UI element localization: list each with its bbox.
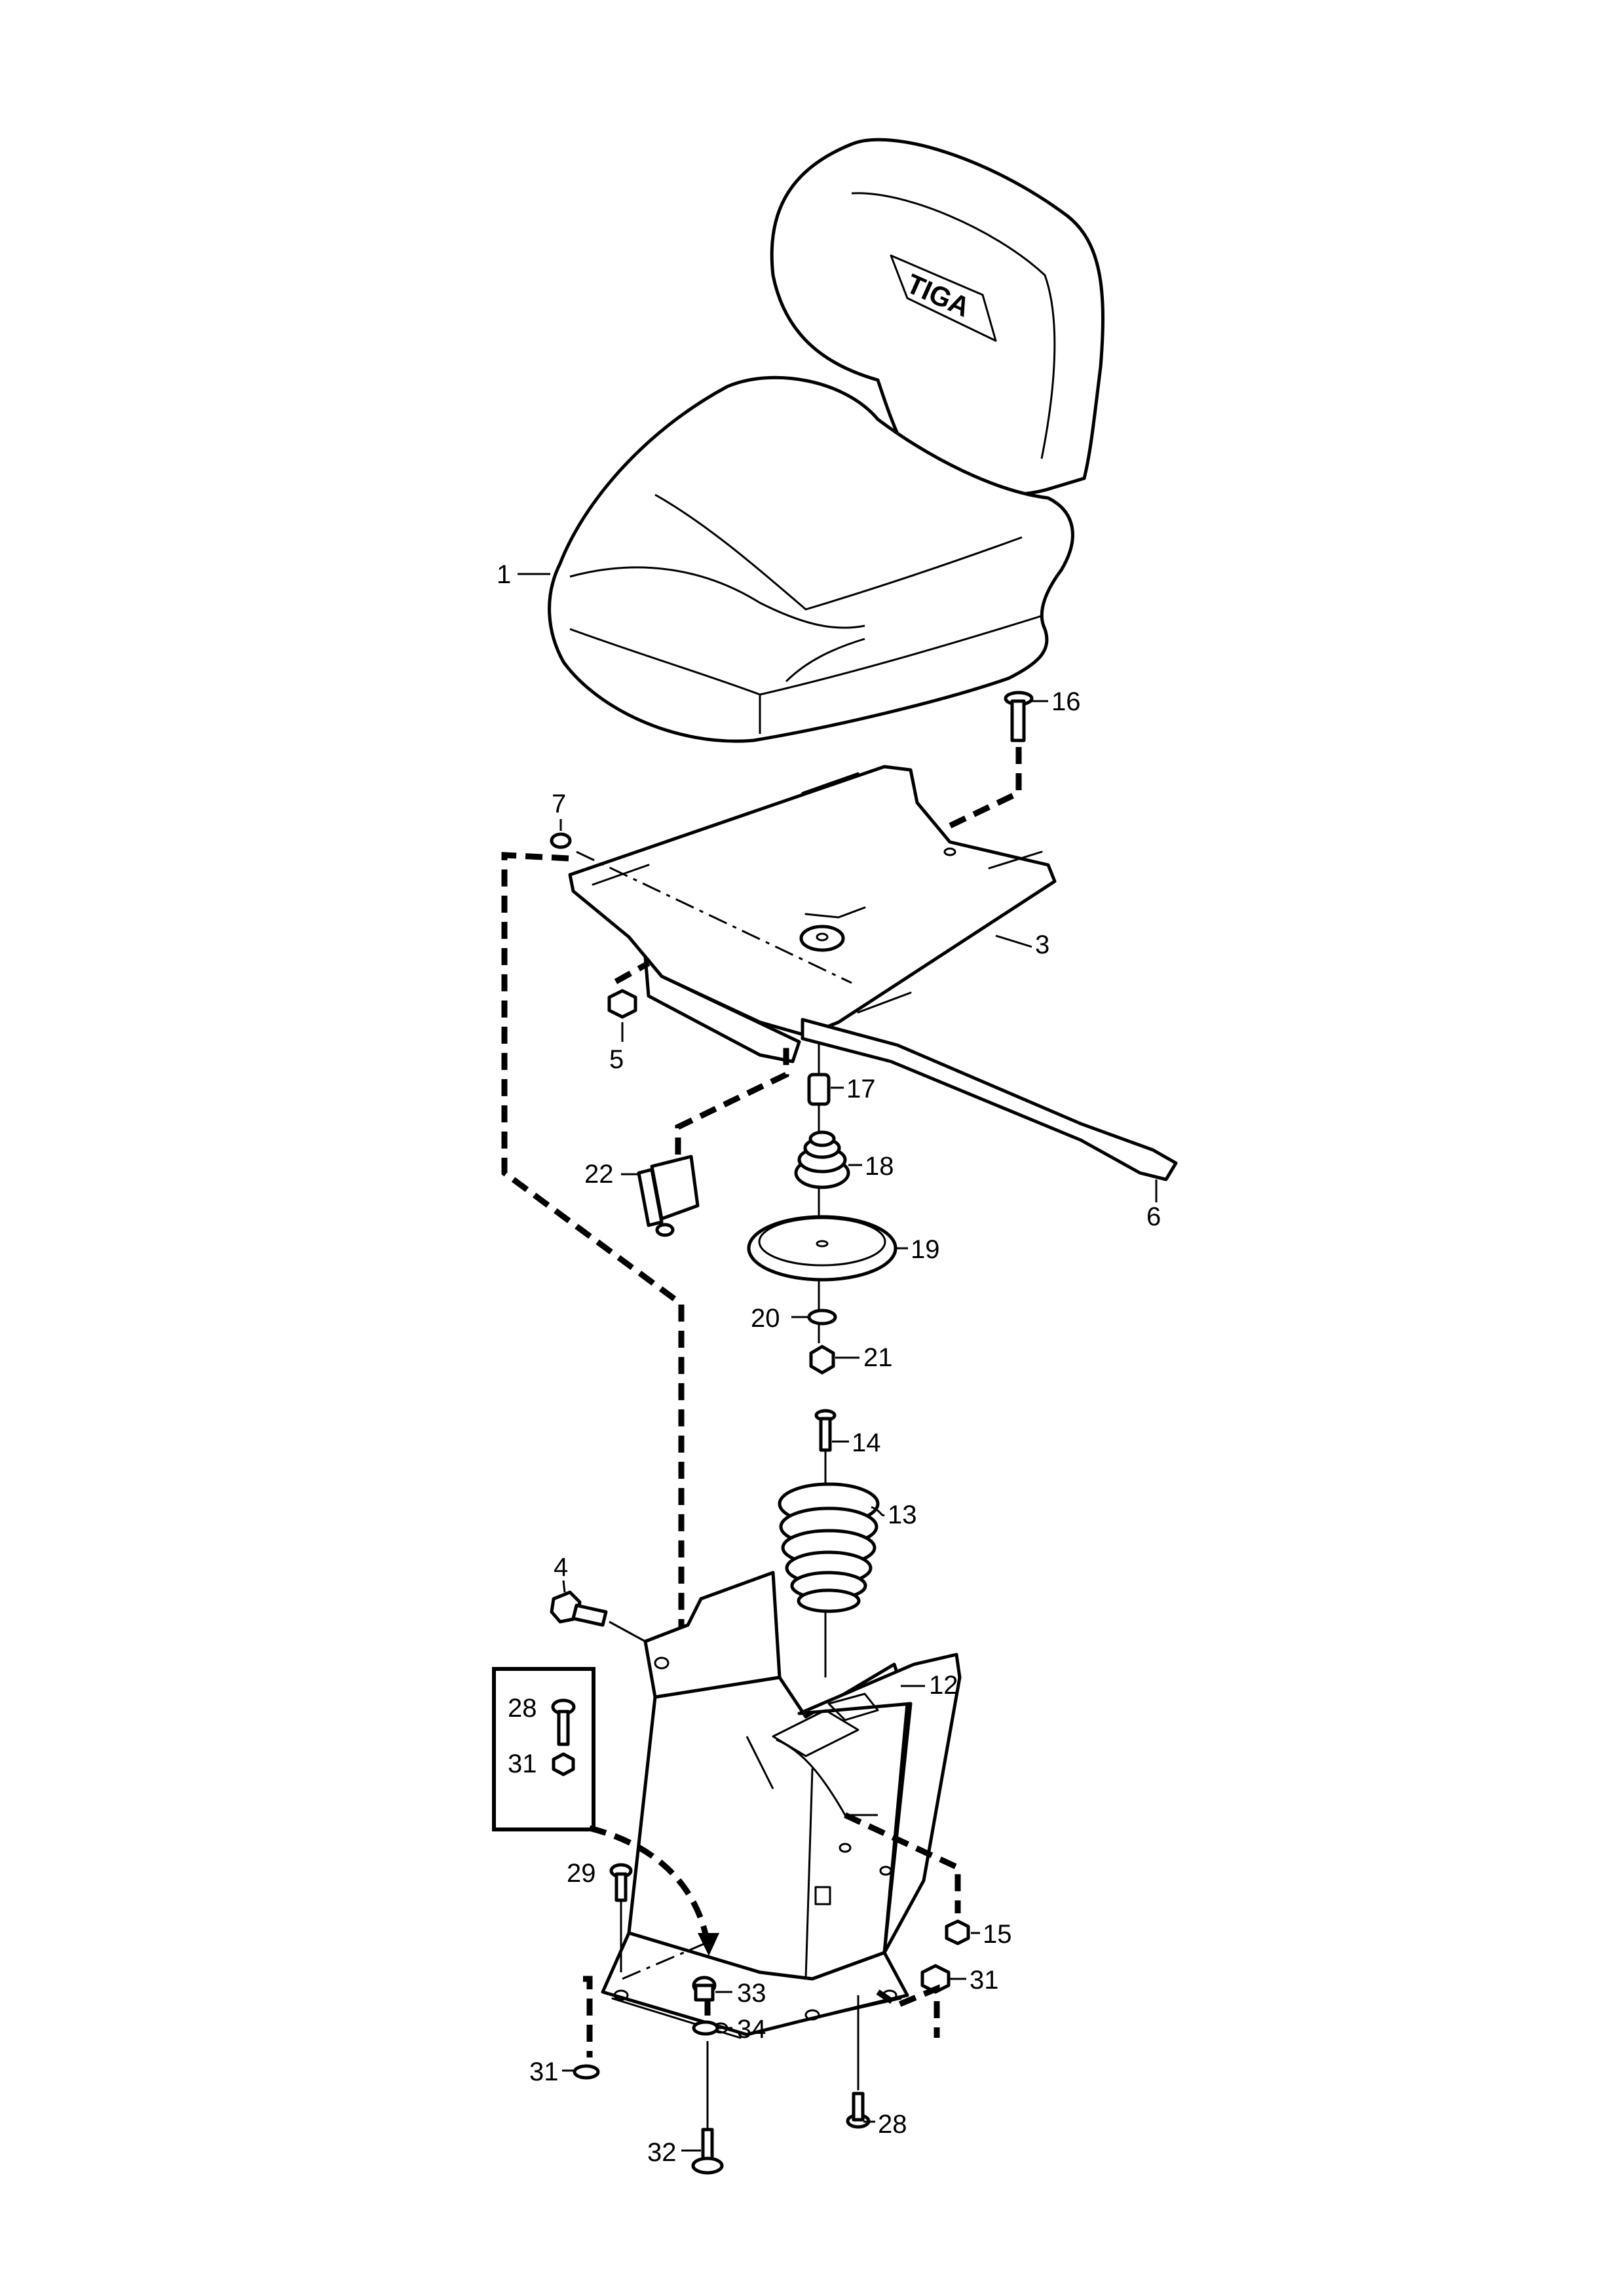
callout-32: 32 [647,2138,677,2167]
bolt-29: 29 [567,1859,633,1972]
nut-31-left: 31 [529,1976,600,2086]
nut-5: 5 [607,961,651,1074]
stopper-33-washer-34: 33 34 [622,1938,766,2044]
callout-1: 1 [497,560,511,589]
seat-switch: 22 [584,1042,789,1237]
callout-31a: 31 [508,1750,537,1778]
spring-stack-lower: 14 13 [778,1409,917,1677]
base-frame: 12 [601,1571,962,2039]
seat: TIGA 1 [497,138,1105,743]
bolt-16: 16 [942,687,1081,832]
callout-6: 6 [1146,1202,1161,1231]
inset-detail-box: 28 31 [492,1667,719,1956]
callout-16: 16 [1051,687,1081,716]
callout-31c: 31 [970,1966,999,1995]
callout-3: 3 [1035,930,1049,959]
callout-21: 21 [863,1343,893,1372]
callout-28b: 28 [878,2110,907,2139]
callout-12: 12 [929,1671,958,1700]
callout-22: 22 [584,1160,614,1189]
callout-13: 13 [888,1501,917,1529]
nut-7: 7 [550,790,852,984]
callout-33: 33 [737,1979,766,2008]
bolt-32: 32 [647,2041,724,2175]
callout-15: 15 [983,1920,1012,1949]
callout-14: 14 [852,1428,881,1457]
bolt-28: 28 [846,1995,907,2139]
callout-5: 5 [609,1045,624,1074]
spring-stack-upper: 17 18 19 20 21 [747,1042,940,1375]
bolt-4: 4 [550,1553,646,1643]
callout-28a: 28 [508,1694,537,1723]
callout-34: 34 [737,2015,766,2044]
nut-31-right: 31 [876,1964,999,2038]
adjustment-rod: 6 [801,1018,1178,1231]
callout-29: 29 [567,1859,596,1888]
seat-plate: 3 [568,765,1057,1063]
callout-18: 18 [865,1152,894,1181]
callout-7: 7 [552,790,566,818]
callout-31b: 31 [529,2057,559,2086]
callout-4: 4 [554,1553,568,1582]
callout-17: 17 [846,1075,876,1103]
callout-20: 20 [751,1304,780,1333]
nut-15: 15 [844,1812,1012,1949]
callout-19: 19 [911,1235,940,1264]
